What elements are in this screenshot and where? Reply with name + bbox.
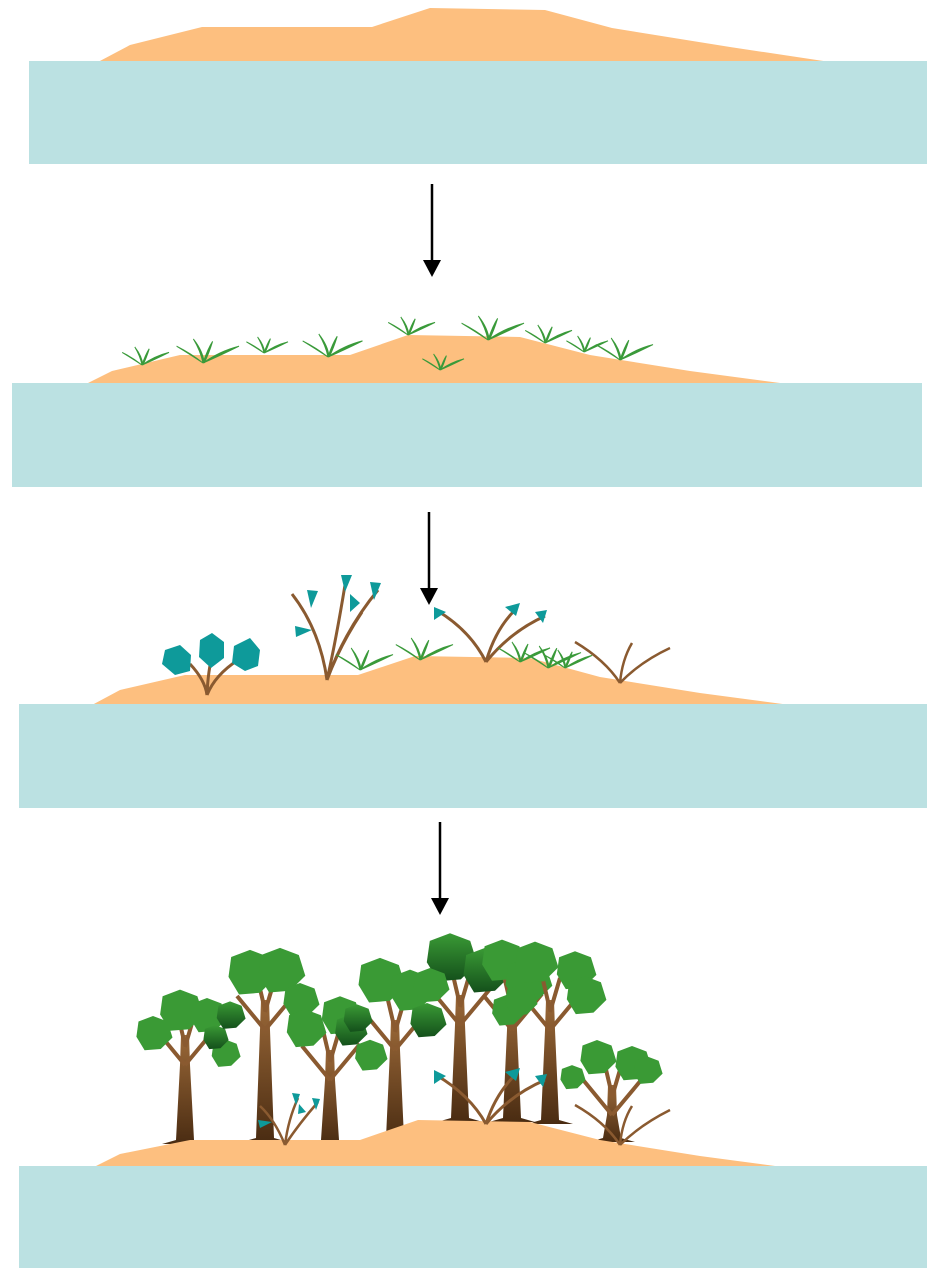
arrow-1 (423, 184, 441, 277)
tree (560, 1040, 662, 1142)
arrow-2 (420, 512, 438, 605)
water (12, 383, 922, 487)
water (19, 1166, 927, 1268)
sand-bar (92, 656, 790, 705)
grass-clump (388, 317, 435, 335)
stage-2-grass (12, 316, 922, 487)
forest-trees (136, 933, 662, 1144)
grass-clump (566, 336, 608, 352)
stage-1-bare-sand (29, 8, 927, 164)
sand-bar (92, 1120, 790, 1168)
grass-clump (303, 334, 363, 357)
young-tree (434, 603, 547, 662)
young-tree (292, 575, 381, 680)
arrow-3 (431, 822, 449, 915)
sand-bar (88, 335, 780, 383)
stage-3-shrubs (19, 575, 927, 808)
understory-shrub (434, 1068, 547, 1124)
water (29, 61, 927, 164)
sand-bar (98, 8, 830, 62)
stage-4-forest (19, 933, 927, 1268)
tree (505, 942, 606, 1124)
grass-clump (246, 337, 288, 353)
water (19, 704, 927, 808)
